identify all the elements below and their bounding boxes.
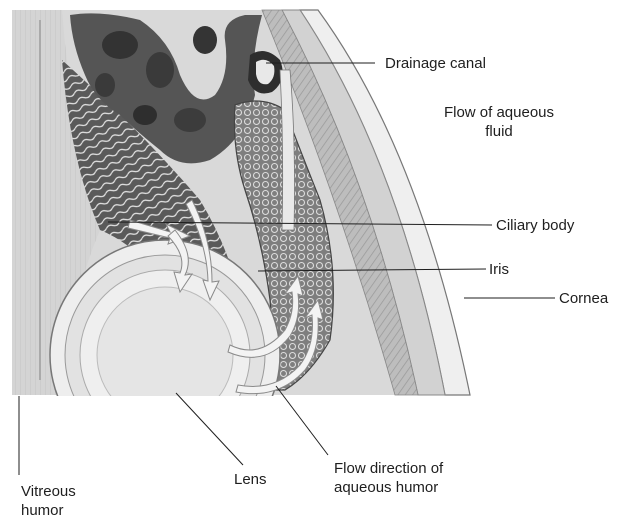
label-vitreous-humor: Vitreous humor xyxy=(21,482,76,520)
label-drainage-canal: Drainage canal xyxy=(385,54,486,73)
label-lens: Lens xyxy=(234,470,267,489)
label-iris: Iris xyxy=(489,260,509,279)
label-ciliary-body: Ciliary body xyxy=(496,216,574,235)
label-cornea: Cornea xyxy=(559,289,608,308)
label-flow-of-aqueous-fluid: Flow of aqueous fluid xyxy=(424,103,574,141)
label-flow-direction: Flow direction of aqueous humor xyxy=(334,459,443,497)
